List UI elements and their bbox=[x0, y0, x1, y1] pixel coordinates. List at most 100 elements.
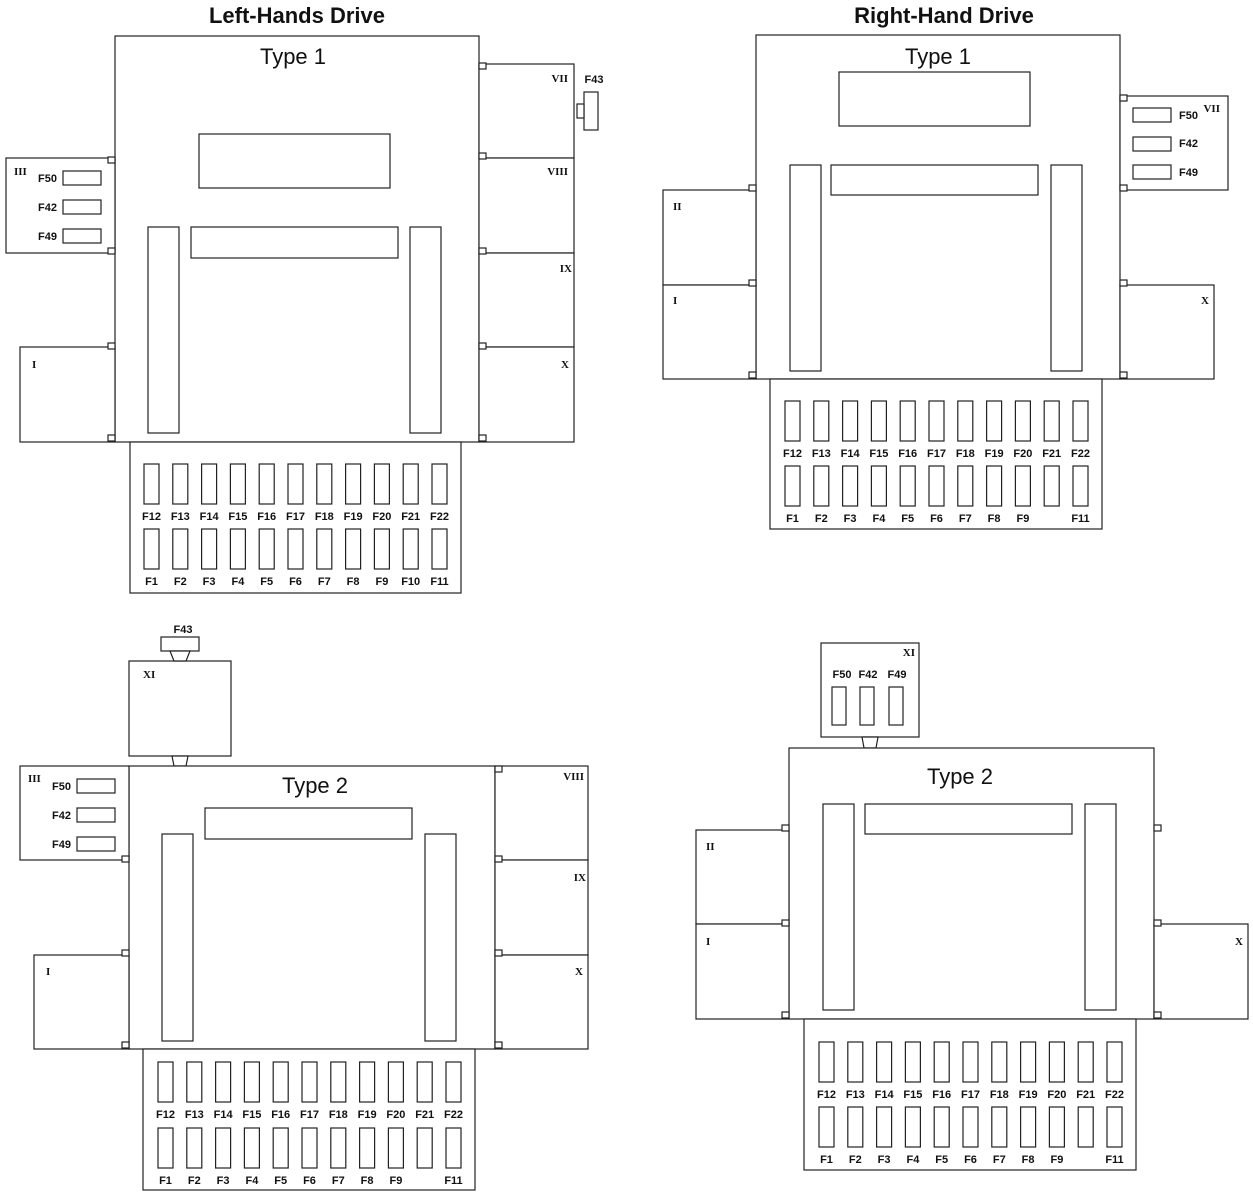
fuse-slot bbox=[962, 1041, 979, 1083]
fuse-F49 bbox=[1132, 164, 1172, 180]
fuse-holder bbox=[576, 103, 585, 119]
clip bbox=[171, 755, 189, 767]
module-I bbox=[695, 923, 790, 1020]
fuse-label: F50 bbox=[1179, 110, 1198, 122]
fuse-slot bbox=[962, 1106, 979, 1148]
fuse-slot-label: F5 bbox=[935, 1154, 948, 1166]
fuse-slot bbox=[330, 1127, 347, 1169]
connector-strip bbox=[190, 226, 399, 259]
fuse-slot bbox=[258, 463, 275, 505]
type-label: Type 2 bbox=[927, 764, 993, 789]
fuse-label: F42 bbox=[52, 810, 71, 822]
module-I bbox=[33, 954, 130, 1050]
fuse-slot-label: F16 bbox=[932, 1089, 951, 1101]
module-label: VII bbox=[1203, 103, 1220, 115]
panel-lhd-type2: XI F43 Type 2 III F50 F42 F49 I VIII IX … bbox=[19, 624, 589, 1191]
clips bbox=[748, 94, 1128, 379]
fuse-slot bbox=[957, 465, 974, 507]
fuse-slot-label: F19 bbox=[1019, 1089, 1038, 1101]
fuse-label: F42 bbox=[859, 669, 878, 681]
fuse-slot-label: F8 bbox=[988, 513, 1001, 525]
module-II bbox=[662, 189, 757, 286]
module-label: VIII bbox=[547, 166, 568, 178]
module-label: III bbox=[14, 166, 27, 178]
relay-block bbox=[198, 133, 391, 189]
fuse-slot-label: F12 bbox=[783, 448, 802, 460]
fuse-slot bbox=[847, 1041, 864, 1083]
fuse-slot-label: F16 bbox=[271, 1109, 290, 1121]
module-label: I bbox=[673, 295, 677, 307]
fuse-slot bbox=[229, 528, 246, 570]
fuse-slot-label: F5 bbox=[901, 513, 914, 525]
heading-left-hand-drive: Left-Hands Drive bbox=[209, 3, 385, 28]
fuse-F43 bbox=[160, 636, 200, 652]
module-VII bbox=[478, 63, 575, 159]
fuse-label: F49 bbox=[1179, 167, 1198, 179]
fuse-slot bbox=[1019, 1106, 1037, 1148]
fuse-slot-label: F13 bbox=[185, 1109, 204, 1121]
fuse-slot-label: F6 bbox=[303, 1175, 316, 1187]
fuse-slot bbox=[157, 1061, 174, 1103]
fuse-slot bbox=[928, 400, 945, 442]
fuse-slot-label: F19 bbox=[358, 1109, 377, 1121]
fuse-F49 bbox=[62, 228, 102, 244]
fuse-slot-label: F22 bbox=[430, 511, 449, 523]
fuse-slot-label: F7 bbox=[959, 513, 972, 525]
connector-left bbox=[822, 803, 855, 1011]
fuse-slot bbox=[870, 400, 888, 442]
fuse-slot-label: F13 bbox=[171, 511, 190, 523]
fuse-slot bbox=[316, 463, 333, 505]
fuse-F42 bbox=[859, 686, 875, 726]
fuse-slot-label: F14 bbox=[875, 1089, 895, 1101]
fuse-slot-label: F12 bbox=[142, 511, 161, 523]
module-label: X bbox=[1235, 936, 1243, 948]
fuse-slot-label: F13 bbox=[846, 1089, 865, 1101]
fuse-slot bbox=[1077, 1106, 1094, 1148]
fuse-slot-label: F20 bbox=[386, 1109, 405, 1121]
module-label: XI bbox=[143, 669, 155, 681]
module-X bbox=[494, 954, 589, 1050]
fuse-label: F49 bbox=[888, 669, 907, 681]
fuse-slot-label: F19 bbox=[985, 448, 1004, 460]
fuse-slot bbox=[1014, 400, 1032, 442]
module-label: IX bbox=[574, 872, 586, 884]
fuse-slot-label: F2 bbox=[815, 513, 828, 525]
fuse-slot-label: F18 bbox=[990, 1089, 1009, 1101]
fuse-slot bbox=[957, 400, 974, 442]
fuse-slot bbox=[904, 1041, 922, 1083]
fuse-slot-label: F20 bbox=[1047, 1089, 1066, 1101]
fuse-slot bbox=[818, 1041, 835, 1083]
module-label: X bbox=[1201, 295, 1209, 307]
fuse-slot bbox=[818, 1106, 835, 1148]
fuse-slot-label: F8 bbox=[347, 576, 360, 588]
fuse-slot bbox=[928, 465, 945, 507]
type-label: Type 1 bbox=[260, 44, 326, 69]
fuse-slot bbox=[186, 1061, 203, 1103]
type-label: Type 1 bbox=[905, 44, 971, 69]
fuse-label: F50 bbox=[833, 669, 852, 681]
fuse-slot bbox=[904, 1106, 922, 1148]
fuse-slot bbox=[345, 463, 362, 505]
fuse-slot-label: F14 bbox=[200, 511, 220, 523]
module-label: I bbox=[46, 966, 50, 978]
connector-right bbox=[1050, 164, 1083, 372]
fuse-slot-label: F1 bbox=[786, 513, 799, 525]
fuse-slot-label: F4 bbox=[231, 576, 245, 588]
fuse-slot bbox=[875, 1041, 893, 1083]
fuse-slot-label: F11 bbox=[1071, 513, 1089, 525]
fuse-slot bbox=[1043, 465, 1060, 507]
panel-lhd-type1: Type 1 III F50 F42 F49 I VII VIII IX X F… bbox=[5, 35, 603, 594]
fuse-slot-label: F4 bbox=[245, 1175, 259, 1187]
fuse-slot bbox=[1019, 1041, 1037, 1083]
fuse-slot bbox=[991, 1106, 1008, 1148]
heading-right-hand-drive: Right-Hand Drive bbox=[854, 3, 1034, 28]
fuse-slot-label: F15 bbox=[903, 1089, 922, 1101]
fuse-slot-label: F8 bbox=[361, 1175, 374, 1187]
fuse-slot bbox=[1043, 400, 1060, 442]
fuse-slot-label: F16 bbox=[898, 448, 917, 460]
fuse-slot bbox=[1077, 1041, 1094, 1083]
fuse-slot-label: F17 bbox=[961, 1089, 980, 1101]
fuse-slot bbox=[157, 1127, 174, 1169]
